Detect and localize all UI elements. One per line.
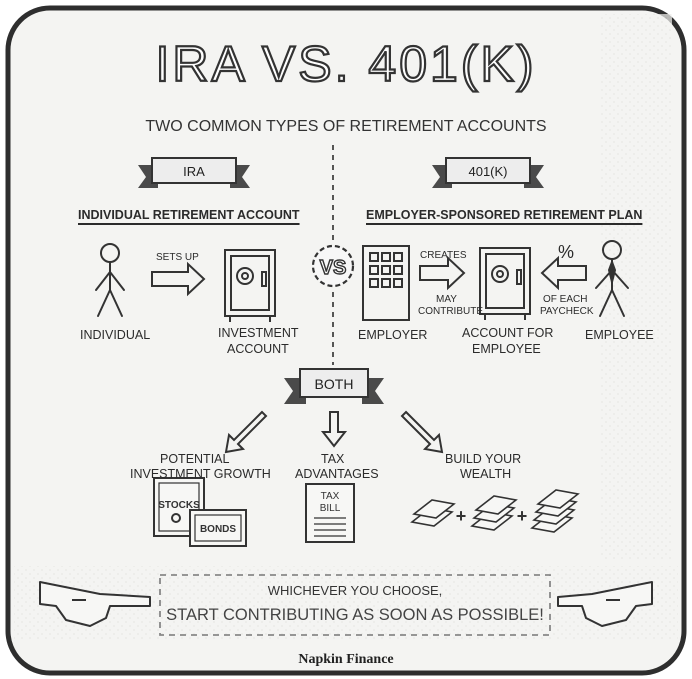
wealth-label-2: WEALTH [460,467,512,481]
tax-label-1: TAX [321,452,345,466]
subtitle: TWO COMMON TYPES OF RETIREMENT ACCOUNTS [145,118,547,135]
sets-up-arrow-icon [151,261,206,297]
napkin-border-right [600,14,672,560]
tax-label-2: ADVANTAGES [295,467,379,481]
k401-heading: EMPLOYER-SPONSORED RETIREMENT PLAN [366,208,643,222]
svg-text:IRA: IRA [183,164,205,179]
creates-arrow-icon [419,255,466,291]
pointing-hand-left-icon [39,581,151,627]
employer-label: EMPLOYER [358,328,428,342]
percent-label: % [558,242,575,262]
may-contribute-label-2: CONTRIBUTE [418,306,483,317]
tax-bill-icon [305,483,355,543]
ira-banner: IRA [138,157,250,188]
individual-label: INDIVIDUAL [80,328,151,342]
growth-label-2: INVESTMENT GROWTH [130,467,271,481]
pointing-hand-right-icon [557,581,653,627]
plus-sign-1: + [456,506,467,526]
growth-label-1: POTENTIAL [160,452,230,466]
account-for-employee-label-2: EMPLOYEE [472,342,541,356]
may-contribute-label-1: MAY [436,294,457,305]
vs-badge [311,244,355,288]
tax-bill-line1: TAX [321,491,340,502]
account-for-employee-label-1: ACCOUNT FOR [462,326,554,340]
employee-figure-icon [595,240,629,317]
brand-footer: Napkin Finance [298,652,394,667]
bond-certificate-icon [189,509,247,547]
callout-box [159,574,551,636]
investment-account-label-1: INVESTMENT [218,326,299,340]
wealth-label-1: BUILD YOUR [445,452,522,466]
paycheck-arrow-icon [540,255,587,291]
employer-building-icon [362,245,410,321]
svg-text:BOTH: BOTH [315,376,354,392]
of-each-paycheck-label-1: OF EACH [543,294,588,305]
callout-line-2: START CONTRIBUTING AS SOON AS POSSIBLE! [166,606,544,624]
both-banner: BOTH [284,368,384,404]
svg-text:401(K): 401(K) [468,164,507,179]
money-stack-icon-3 [530,489,580,533]
money-stack-icon-2 [470,495,518,531]
employee-label: EMPLOYEE [585,328,654,342]
employee-account-safe-icon [479,247,531,320]
individual-figure-icon [95,243,125,317]
money-stack-icon-1 [410,499,456,527]
investment-account-label-2: ACCOUNT [227,342,289,356]
creates-label: CREATES [420,250,467,261]
bonds-text: BONDS [200,524,236,535]
ira-heading: INDIVIDUAL RETIREMENT ACCOUNT [78,208,300,222]
investment-account-safe-icon [224,249,276,322]
sets-up-label: SETS UP [156,252,199,263]
of-each-paycheck-label-2: PAYCHECK [540,306,594,317]
napkin-border-bottom [14,566,678,640]
tax-bill-line2: BILL [320,503,341,514]
plus-sign-2: + [517,506,528,526]
k401-banner: 401(K) [432,157,544,188]
vs-text: VS [320,257,347,279]
callout-line-1: WHICHEVER YOU CHOOSE, [267,583,443,598]
stocks-text: STOCKS [158,500,200,511]
wealth-arrow-icon [400,410,444,454]
page-title: IRA VS. 401(K) [154,35,537,93]
growth-arrow-icon [224,410,268,454]
tax-arrow-icon [320,411,348,448]
